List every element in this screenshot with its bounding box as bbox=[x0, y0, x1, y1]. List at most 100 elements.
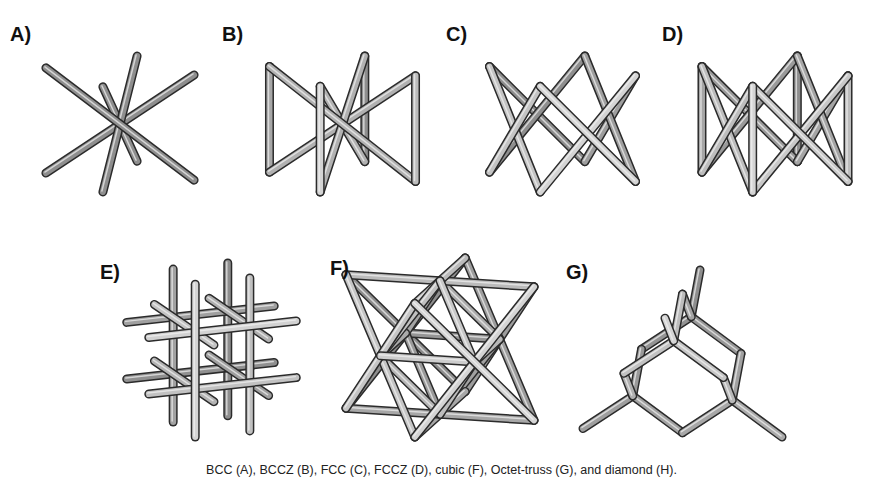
strut-body bbox=[624, 341, 674, 374]
strut bbox=[701, 66, 702, 173]
strut bbox=[172, 268, 173, 422]
strut bbox=[673, 340, 724, 378]
strut bbox=[488, 66, 540, 192]
panel-label: D) bbox=[662, 24, 683, 44]
strut-outline bbox=[674, 341, 724, 378]
strut-outline bbox=[540, 76, 635, 192]
strut-outline bbox=[540, 86, 635, 181]
strut bbox=[796, 55, 848, 181]
strut-body bbox=[247, 278, 253, 431]
strut bbox=[268, 66, 269, 173]
strut bbox=[752, 85, 848, 181]
strut-body bbox=[413, 76, 419, 182]
strut-highlight bbox=[414, 302, 533, 419]
strut-body bbox=[683, 400, 733, 433]
strut bbox=[701, 85, 753, 172]
strut-highlight bbox=[701, 85, 752, 171]
strut-outline bbox=[748, 86, 757, 192]
strut-highlight bbox=[846, 75, 848, 181]
strut-highlight bbox=[751, 85, 753, 191]
strut-highlight bbox=[752, 85, 847, 180]
strut bbox=[731, 399, 782, 437]
figure-caption: BCC (A), BCCZ (B), FCC (C), FCCZ (D), cu… bbox=[0, 463, 883, 478]
strut-outline bbox=[585, 56, 636, 181]
strut-outline bbox=[583, 396, 633, 429]
strut-body bbox=[702, 67, 753, 192]
strut-highlight bbox=[582, 395, 632, 428]
strut-outline bbox=[665, 318, 674, 341]
strut-outline bbox=[702, 86, 753, 172]
strut-body bbox=[380, 356, 474, 362]
strut-outline bbox=[46, 68, 194, 180]
strut-highlight bbox=[584, 55, 635, 180]
strut-body bbox=[540, 86, 635, 181]
strut-outline bbox=[415, 303, 534, 420]
strut-highlight bbox=[268, 66, 414, 181]
strut-highlight bbox=[664, 317, 673, 340]
strut-body bbox=[489, 86, 540, 172]
strut bbox=[148, 320, 296, 337]
strut-body bbox=[732, 400, 782, 437]
strut-outline bbox=[411, 76, 420, 182]
strut-body bbox=[540, 76, 635, 192]
strut-outline bbox=[316, 86, 325, 192]
strut-highlight bbox=[539, 85, 634, 180]
strut-body bbox=[674, 341, 724, 378]
strut-highlight bbox=[701, 66, 752, 191]
strut-outline bbox=[149, 378, 296, 394]
strut-body bbox=[225, 263, 231, 416]
strut-body bbox=[46, 68, 194, 180]
strut bbox=[227, 262, 228, 416]
strut bbox=[584, 55, 636, 181]
panel-label: C) bbox=[446, 24, 467, 44]
strut-outline bbox=[753, 86, 848, 181]
strut-outline bbox=[269, 67, 415, 182]
strut-highlight bbox=[171, 268, 173, 421]
strut-body bbox=[415, 287, 534, 437]
strut-body bbox=[317, 86, 323, 192]
strut-highlight bbox=[623, 340, 673, 373]
strut-body bbox=[633, 396, 683, 433]
strut-highlight bbox=[690, 316, 740, 353]
strut-outline bbox=[169, 269, 178, 422]
strut-highlight bbox=[488, 85, 539, 171]
strut-outline bbox=[624, 341, 674, 374]
strut bbox=[664, 317, 674, 341]
strut-body bbox=[665, 318, 674, 341]
strut-body bbox=[702, 86, 753, 172]
panel-label: A) bbox=[10, 24, 31, 44]
strut-body bbox=[415, 303, 534, 420]
strut bbox=[319, 85, 320, 192]
fcc-cell bbox=[488, 55, 635, 192]
strut-highlight bbox=[539, 75, 634, 191]
strut-body bbox=[192, 284, 198, 437]
strut-highlight bbox=[226, 262, 228, 415]
strut-outline bbox=[797, 56, 848, 181]
strut bbox=[249, 277, 250, 431]
strut-highlight bbox=[45, 67, 193, 179]
strut-outline bbox=[702, 67, 753, 192]
strut-body bbox=[149, 321, 296, 337]
strut bbox=[690, 316, 741, 354]
strut-body bbox=[266, 67, 272, 173]
strut bbox=[539, 75, 635, 192]
strut-highlight bbox=[193, 283, 195, 436]
strut-outline bbox=[415, 287, 534, 437]
strut-highlight bbox=[414, 75, 416, 181]
strut-body bbox=[269, 67, 415, 182]
bcc-cell bbox=[45, 55, 194, 192]
strut bbox=[701, 66, 753, 192]
strut-highlight bbox=[731, 399, 781, 436]
strut-body bbox=[750, 86, 756, 192]
octet-truss-cell bbox=[345, 257, 534, 437]
strut bbox=[194, 283, 195, 437]
strut bbox=[268, 66, 415, 182]
strut-highlight bbox=[632, 395, 682, 432]
strut-highlight bbox=[700, 66, 702, 172]
strut-highlight bbox=[488, 66, 539, 191]
bccz-cell bbox=[268, 55, 415, 192]
strut-body bbox=[149, 378, 296, 394]
panel-label: B) bbox=[222, 24, 243, 44]
